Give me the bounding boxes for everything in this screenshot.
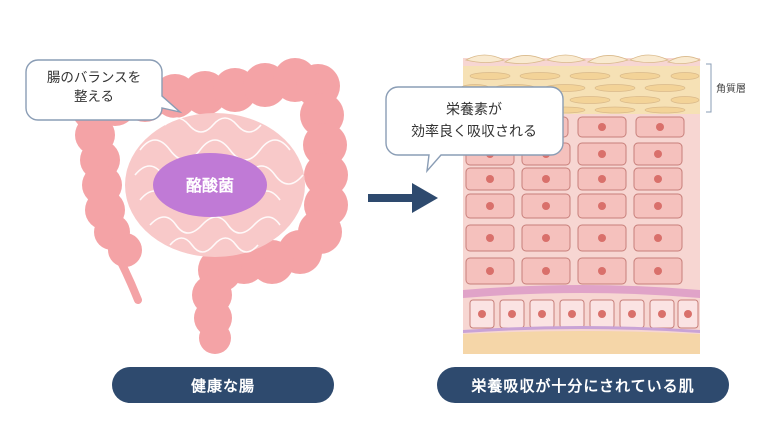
bacteria-label: 酪酸菌 [186,176,234,195]
horny-layer-label: 角質層 [716,82,746,95]
left-speech-bubble: 腸のバランスを 整える [25,59,183,121]
right-bubble-line-2: 効率良く吸収される [411,123,537,140]
intestine-illustration: 酪酸菌 [72,58,348,354]
right-arrow-icon [368,183,438,213]
right-speech-bubble: 栄養素が 効率良く吸収される [385,86,564,174]
right-bubble-line-1: 栄養素が [446,101,502,118]
left-caption-text: 健康な腸 [190,376,255,395]
right-caption-text: 栄養吸収が十分にされている肌 [471,376,695,395]
left-bubble-line-2: 整える [74,89,114,105]
bacteria-ellipse [153,153,267,217]
right-caption-pill: 栄養吸収が十分にされている肌 [437,367,729,403]
left-caption-pill: 健康な腸 [112,367,334,403]
left-bubble-line-1: 腸のバランスを [47,70,141,86]
